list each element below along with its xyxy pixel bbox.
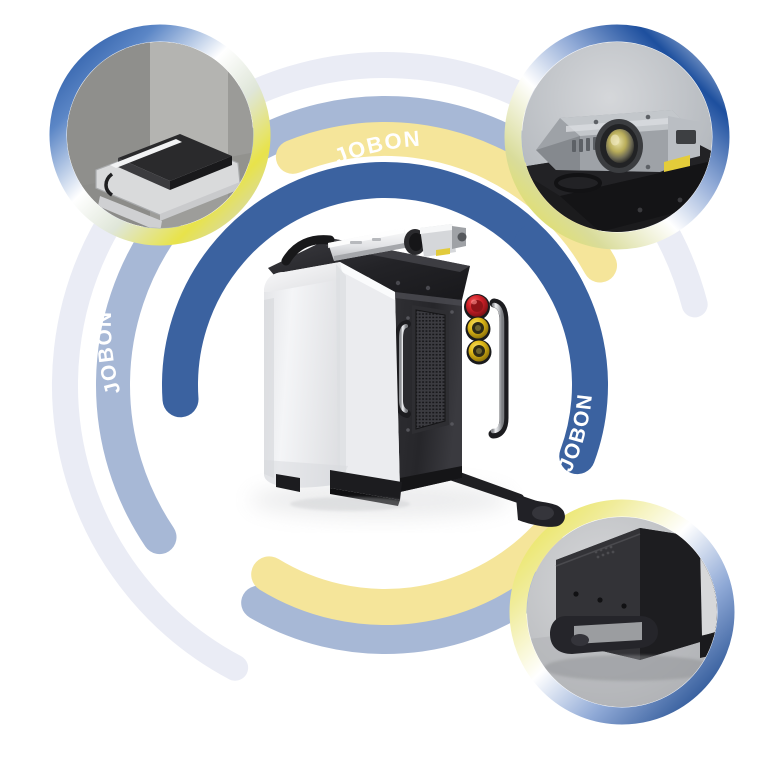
connector-upper[interactable] xyxy=(465,316,491,342)
inset-bottom-right[interactable] xyxy=(509,499,735,725)
inset-top-right[interactable] xyxy=(504,24,730,250)
laser-cleaning-machine[interactable] xyxy=(250,224,565,527)
darkblue-arc xyxy=(161,161,608,608)
body-shell xyxy=(264,262,400,492)
inset-top-left[interactable] xyxy=(49,24,271,246)
laser-cable xyxy=(281,235,335,266)
laser-gun[interactable] xyxy=(281,224,467,266)
connector-lower[interactable] xyxy=(466,339,492,365)
base-feet xyxy=(276,470,410,511)
side-handle-left[interactable] xyxy=(395,320,411,418)
vent-grille xyxy=(406,305,454,434)
control-cluster[interactable] xyxy=(464,294,492,365)
side-handle-right[interactable] xyxy=(488,298,509,439)
emergency-stop-button[interactable] xyxy=(464,294,490,320)
inset-top-right-photo xyxy=(522,42,712,232)
